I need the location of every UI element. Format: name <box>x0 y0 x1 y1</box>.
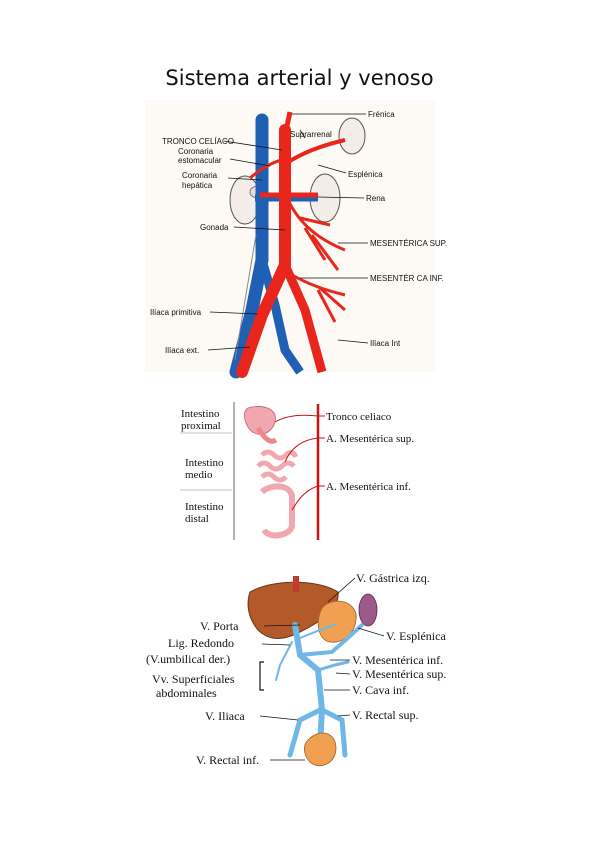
label-coronaria-estomacular-2: estomacular <box>178 156 222 165</box>
label-iliaca-primitiva: Ilíaca primitiva <box>150 308 202 317</box>
label-rectal-sup: V. Rectal sup. <box>352 708 418 722</box>
label-esplenica: V. Esplénica <box>386 629 446 643</box>
celiac-branch <box>274 414 319 423</box>
duodenum-shape <box>255 426 278 444</box>
ivc-top-shape <box>293 576 299 592</box>
portal-vein-network <box>275 622 364 758</box>
label-umbilical: (V.umbilical der.) <box>146 652 230 666</box>
label-rectal-inf: V. Rectal inf. <box>196 753 259 767</box>
leader-lines <box>207 113 369 351</box>
intestine-arteries-figure: Intestino proximal Intestino medio Intes… <box>180 402 414 540</box>
label-intestino-medio-2: medio <box>185 469 213 481</box>
vena-cava-shape <box>229 113 269 379</box>
arterial-venous-system-figure: Frénica Suprarrenal TRONCO CELÍACO Coron… <box>145 100 447 379</box>
label-renal: Rena <box>366 194 386 203</box>
label-coronaria-estomacular-1: Coronaria <box>178 147 214 156</box>
label-gastrica-izq: V. Gástrica izq. <box>356 571 430 585</box>
label-mesenterica-inf: A. Mesentérica inf. <box>326 481 411 493</box>
iliac-vein-shape <box>257 258 304 375</box>
label-intestino-proximal-2: proximal <box>181 420 221 432</box>
phrenic-artery-shape <box>282 111 293 136</box>
label-mesenterica-inf: MESENTÉR CA INF. <box>370 274 444 283</box>
rectum-shape <box>304 732 337 766</box>
label-superficiales-1: Vv. Superficiales <box>152 672 235 686</box>
inferior-mesenteric-artery-shape <box>291 273 346 323</box>
label-esplenica: Esplénica <box>348 170 383 179</box>
label-coronaria-hepatica-2: hepática <box>182 181 213 190</box>
spleen-shape <box>358 593 378 627</box>
liver-shape <box>247 581 339 639</box>
label-gonada: Gonada <box>200 223 229 232</box>
label-intestino-distal-1: Intestino <box>185 501 224 513</box>
label-cava-inf: V. Cava inf. <box>352 683 409 697</box>
label-iliaca-int: Ilíaca Int <box>370 339 401 348</box>
label-suprarrenal: Suprarrenal <box>290 130 332 139</box>
small-intestine-shape <box>256 449 299 483</box>
bracket-shape <box>259 661 264 691</box>
label-iliaca-ext: Ilíaca ext. <box>165 346 199 355</box>
label-lig-redondo: Lig. Redondo <box>168 636 234 650</box>
gonadal-vessel-shape <box>234 234 257 361</box>
inf-mesenteric-branch <box>291 485 319 511</box>
label-tronco-celiaco: Tronco celiaco <box>326 411 392 423</box>
label-intestino-proximal-1: Intestino <box>181 408 220 420</box>
spleen-shape <box>338 117 366 155</box>
label-superficiales-2: abdominales <box>156 686 217 700</box>
portal-venous-system-figure: V. Gástrica izq. V. Porta V. Esplénica L… <box>146 571 446 767</box>
sup-mesenteric-branch <box>284 437 319 463</box>
colon-shape <box>259 483 295 539</box>
label-frenica: Frénica <box>368 110 395 119</box>
label-mesenterica-sup: A. Mesentérica sup. <box>326 433 414 445</box>
label-porta: V. Porta <box>200 619 239 633</box>
page-title: Sistema arterial y venoso <box>165 66 434 90</box>
label-coronaria-hepatica-1: Coronaria <box>182 171 218 180</box>
label-intestino-distal-2: distal <box>185 513 209 525</box>
superior-mesenteric-artery-shape <box>286 199 346 271</box>
label-iliaca: V. Iliaca <box>205 709 245 723</box>
label-mesenterica-sup: V. Mesentérica sup. <box>352 667 446 681</box>
label-tronco-celiaco: TRONCO CELÍACO <box>162 137 234 146</box>
label-mesenterica-sup: MESENTÉRICA SUP. <box>370 239 447 248</box>
splenic-artery-shape <box>286 138 346 164</box>
label-mesenterica-inf: V. Mesentérica inf. <box>352 653 443 667</box>
label-intestino-medio-1: Intestino <box>185 457 224 469</box>
iliac-artery-shape <box>280 263 327 374</box>
leader-lines <box>259 577 385 761</box>
